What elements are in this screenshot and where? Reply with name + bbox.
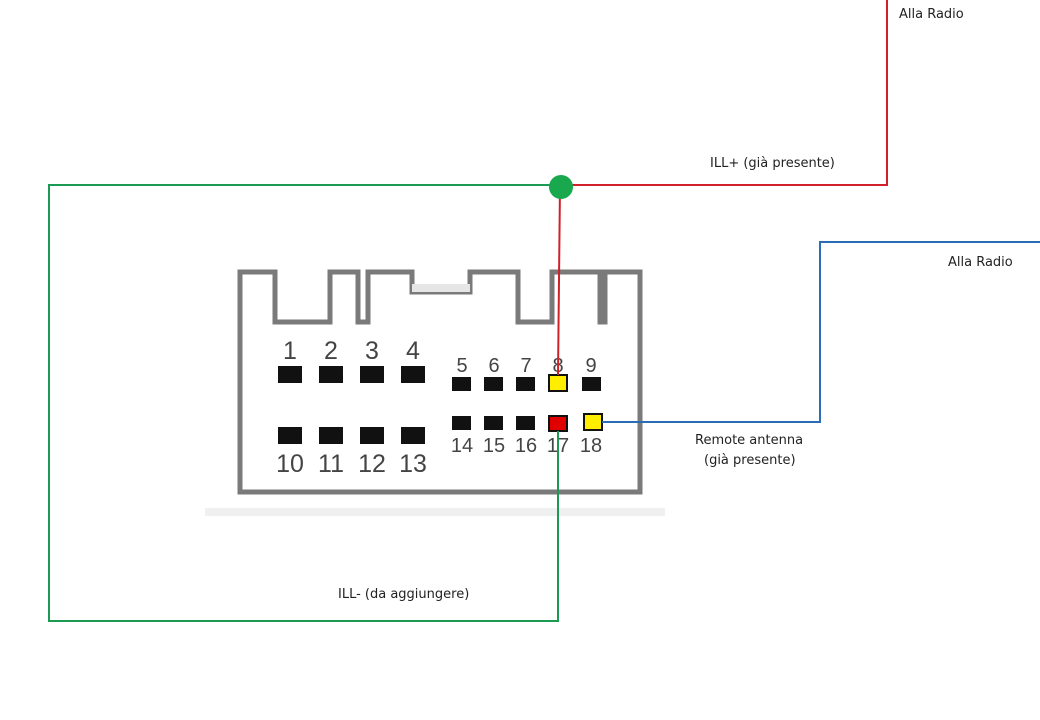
pin-label-4: 4	[406, 337, 420, 365]
pin-label-1: 1	[283, 337, 297, 365]
pin-label-5: 5	[456, 355, 467, 377]
pin-label-12: 12	[358, 450, 386, 478]
pins-right-lower	[452, 413, 603, 432]
pin-17	[548, 415, 568, 432]
pin-4	[401, 366, 425, 383]
label-alla-radio-top: Alla Radio	[899, 7, 964, 22]
pin-13	[401, 427, 425, 444]
pin-label-6: 6	[488, 355, 499, 377]
pin-15	[484, 416, 503, 430]
pin-label-13: 13	[399, 450, 427, 478]
pin-label-15: 15	[483, 435, 505, 457]
pin-9	[582, 377, 601, 391]
pin-7	[516, 377, 535, 391]
pins-left-lower	[278, 427, 425, 444]
pin-label-14: 14	[451, 435, 473, 457]
pins-right-upper	[452, 374, 601, 392]
pin-label-10: 10	[276, 450, 304, 478]
connector-shadow	[205, 508, 665, 516]
remote-antenna-wire	[602, 241, 1040, 423]
pin-3	[360, 366, 384, 383]
pin-label-18: 18	[580, 435, 602, 457]
ill-minus-wire	[48, 184, 560, 622]
label-ill-minus: ILL- (da aggiungere)	[338, 587, 470, 602]
pin-numbers: 1 2 3 4 10 11 12 13 5 6 7 8 9 14 15 16 1…	[276, 337, 602, 478]
pin-label-3: 3	[365, 337, 379, 365]
connector-latch	[412, 284, 470, 292]
pin-16	[516, 416, 535, 430]
pin-1	[278, 366, 302, 383]
pin-label-9: 9	[585, 355, 596, 377]
ill-plus-wire	[557, 0, 888, 376]
pin-label-16: 16	[515, 435, 537, 457]
pin-5	[452, 377, 471, 391]
label-ill-plus: ILL+ (già presente)	[710, 156, 835, 171]
label-alla-radio-right: Alla Radio	[948, 255, 1013, 270]
pin-label-11: 11	[318, 450, 344, 478]
pin-6	[484, 377, 503, 391]
pin-12	[360, 427, 384, 444]
label-remote-antenna-note: (già presente)	[704, 453, 796, 468]
pin-8	[548, 374, 568, 392]
pin-11	[319, 427, 343, 444]
junction-dot	[549, 175, 573, 199]
pin-label-2: 2	[324, 337, 338, 365]
pin-2	[319, 366, 343, 383]
pin-10	[278, 427, 302, 444]
pin-14	[452, 416, 471, 430]
pin-label-7: 7	[520, 355, 531, 377]
pin-18	[583, 413, 603, 431]
pins-left-upper	[278, 366, 425, 383]
label-remote-antenna: Remote antenna	[695, 433, 804, 448]
